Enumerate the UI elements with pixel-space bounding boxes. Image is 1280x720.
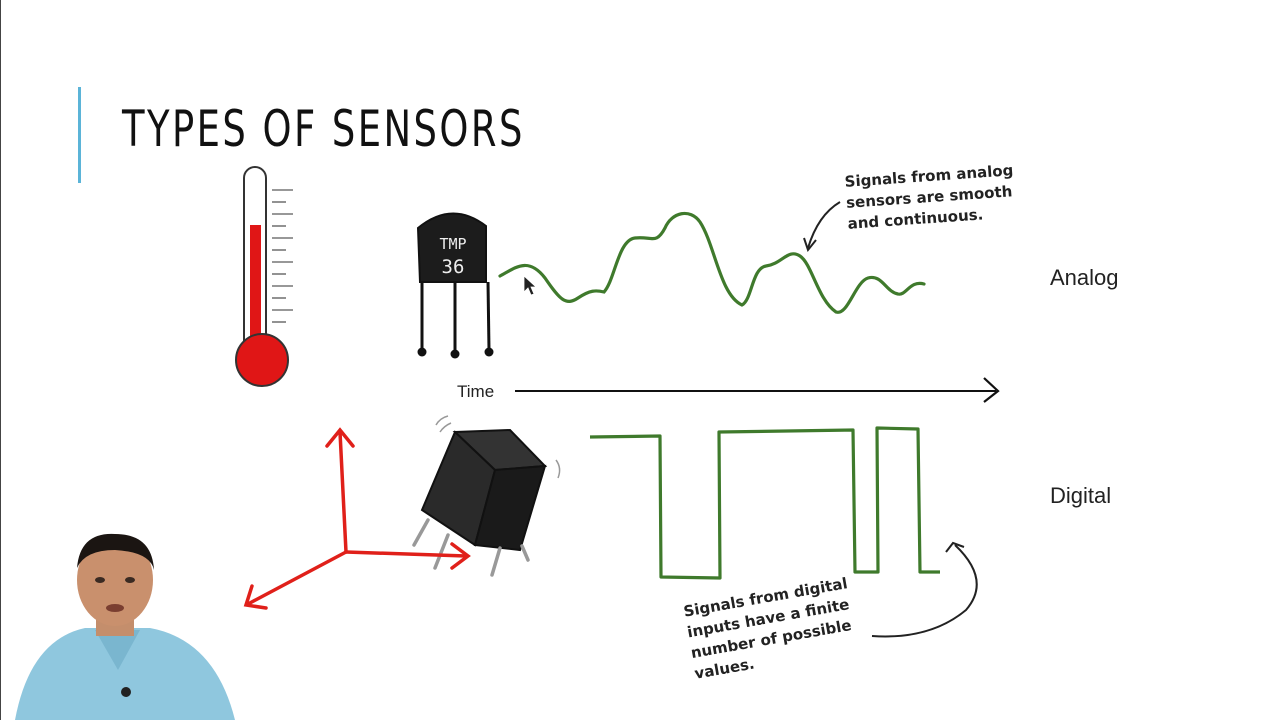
title-accent-bar (78, 87, 81, 183)
slide-left-edge (0, 0, 1, 720)
digital-label: Digital (1050, 483, 1112, 508)
sensor-chip-label-1: TMP (439, 235, 466, 253)
presenter-webcam (15, 533, 235, 720)
sensor-chip-label-2: 36 (442, 256, 465, 278)
time-label: Time (457, 382, 495, 401)
analog-signal-wave (498, 211, 926, 314)
thermometer-icon (235, 166, 293, 387)
analog-label: Analog (1050, 265, 1119, 290)
xyz-axes-icon (243, 427, 471, 610)
slide-title: TYPES OF SENSORS (122, 100, 525, 158)
analog-annotation: Signals from analog sensors are smooth a… (844, 161, 1014, 233)
mouse-cursor-icon (523, 275, 538, 296)
digital-signal-wave (589, 426, 940, 580)
accelerometer-icon (412, 415, 561, 577)
tmp36-sensor-icon: TMP 36 (416, 212, 494, 359)
